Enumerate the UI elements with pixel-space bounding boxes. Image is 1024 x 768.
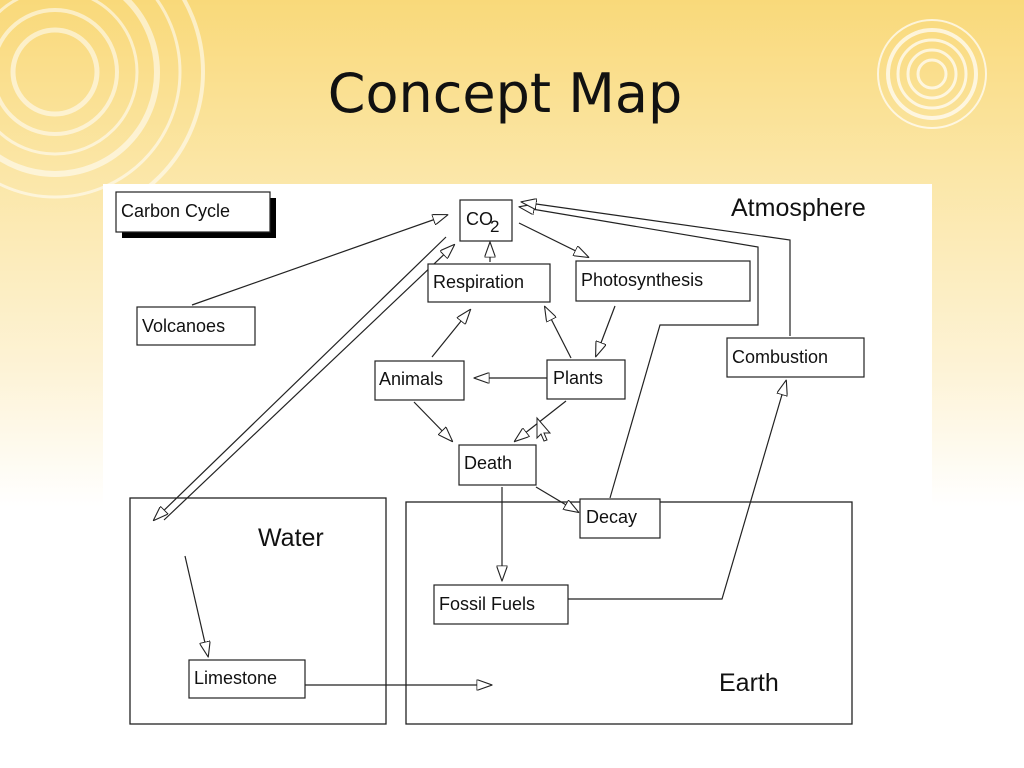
edge-plants-respiration (545, 307, 572, 359)
mouse-cursor-icon (536, 416, 552, 442)
edge-animals-death (413, 401, 452, 441)
decorative-rings-right (877, 19, 987, 129)
node-co2-box (459, 199, 513, 242)
node-volcanoes-label: Volcanoes (142, 316, 225, 336)
node-fossil-fuels-label: Fossil Fuels (439, 594, 535, 614)
node-respiration-label: Respiration (433, 272, 524, 292)
edge-fossil-fuels-combustion (567, 381, 786, 600)
edge-co2-water (154, 236, 447, 520)
node-death-label: Death (464, 453, 512, 473)
edge-photosynthesis-plants (596, 305, 616, 356)
edge-water-co2 (163, 245, 454, 521)
edge-volcanoes-co2 (191, 215, 447, 306)
node-co2-label: CO (466, 209, 493, 229)
node-photosynthesis-label: Photosynthesis (581, 270, 703, 290)
node-combustion-box (726, 337, 865, 378)
node-animals-label: Animals (379, 369, 443, 389)
node-limestone-label: Limestone (194, 668, 277, 688)
edge-death-decay (535, 486, 578, 512)
node-combustion-label: Combustion (732, 347, 828, 367)
node-photosynthesis-box (575, 260, 751, 302)
node-plants-label: Plants (553, 368, 603, 388)
node-limestone-box (188, 659, 306, 699)
legend-box-label: Carbon Cycle (121, 201, 230, 221)
edge-co2-photosynthesis (518, 222, 588, 257)
node-death-box (458, 444, 537, 486)
node-plants-box (546, 359, 626, 400)
water-region-box (129, 497, 387, 725)
node-fossil-fuels-box (433, 584, 569, 625)
node-co2-subscript: 2 (490, 217, 499, 236)
node-animals-box (374, 360, 465, 401)
edge-decay-co2 (520, 207, 759, 499)
decorative-rings-left (0, 0, 205, 200)
region-atmosphere-label: Atmosphere (731, 194, 866, 222)
node-decay-box (579, 498, 661, 539)
legend-box (115, 191, 271, 233)
node-decay-label: Decay (586, 507, 637, 527)
edge-plants-death (515, 400, 567, 441)
edge-combustion-co2 (522, 202, 791, 336)
region-water-label: Water (258, 524, 324, 552)
node-volcanoes-box (136, 306, 256, 346)
edge-water-limestone (184, 555, 208, 656)
edge-animals-respiration (431, 310, 470, 358)
node-respiration-box (427, 263, 551, 303)
region-earth-label: Earth (719, 669, 779, 697)
slide-title: Concept Map (327, 62, 683, 125)
